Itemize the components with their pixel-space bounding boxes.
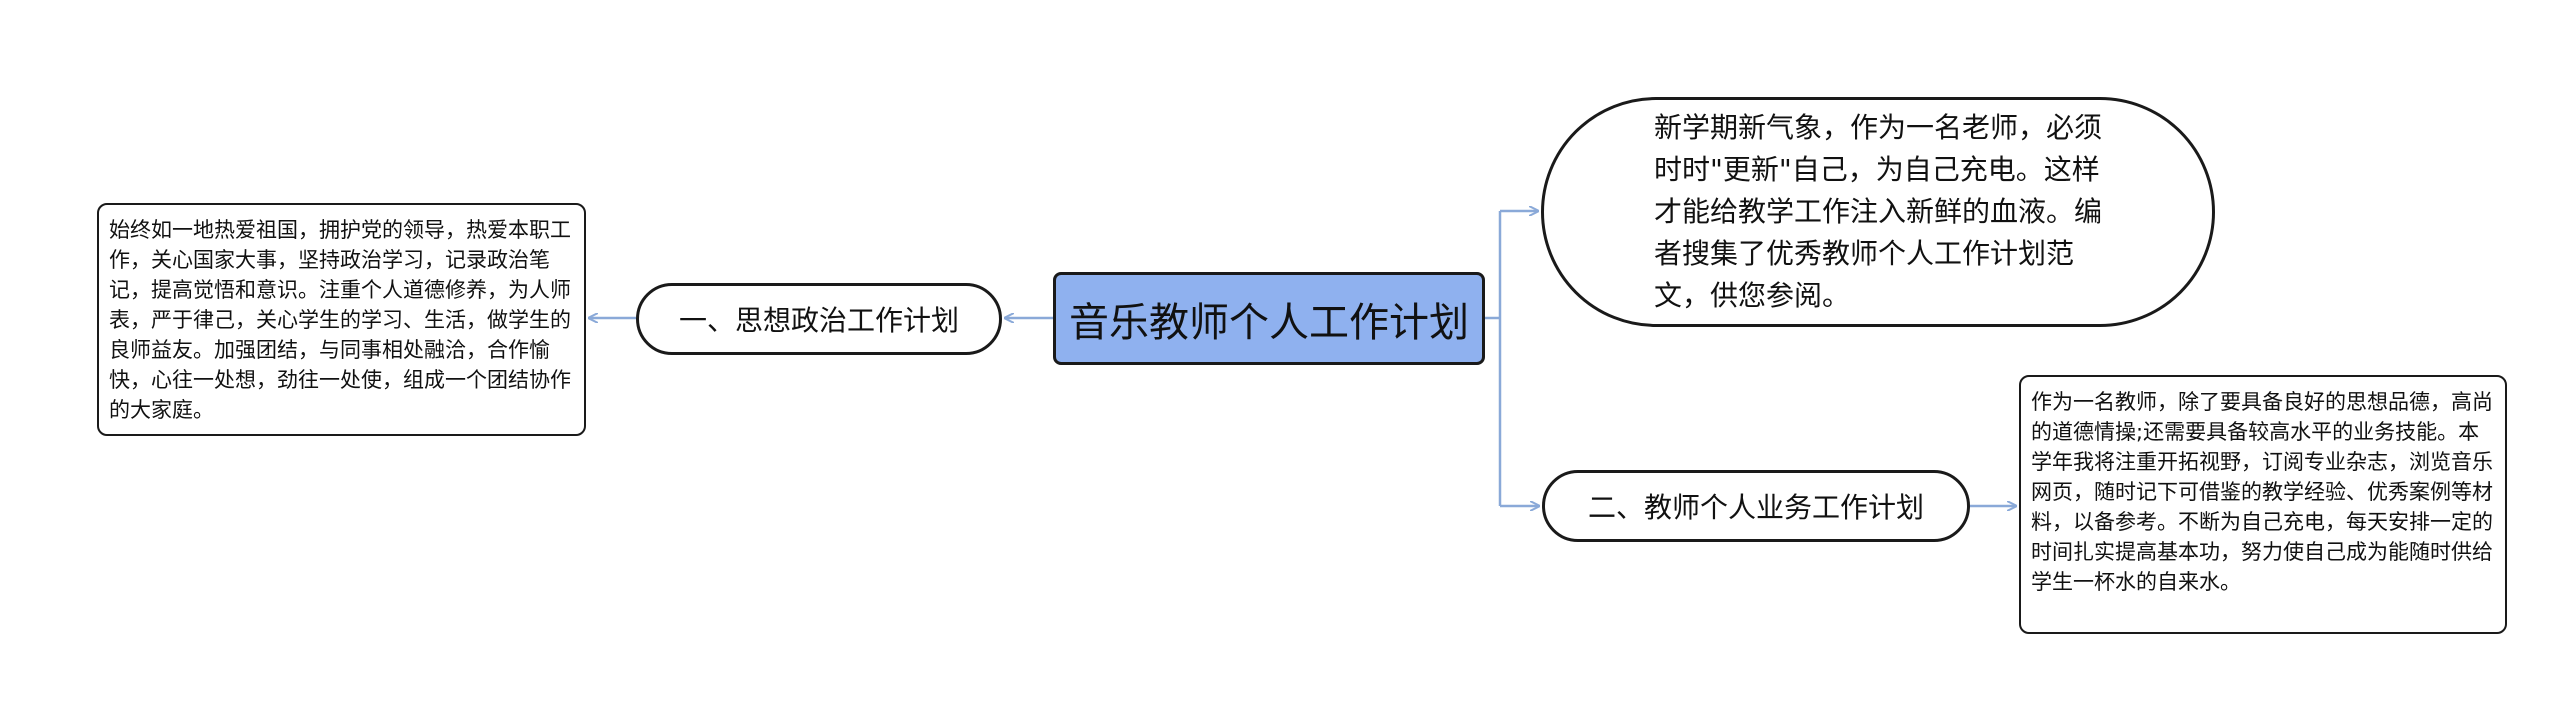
branch-2-topic[interactable]: 二、教师个人业务工作计划 — [1542, 470, 1970, 542]
branch-1-topic[interactable]: 一、思想政治工作计划 — [636, 283, 1002, 355]
connector-root-trunk — [1485, 211, 1502, 506]
branch-2-detail-note: 作为一名教师，除了要具备良好的思想品德，高尚的道德情操;还需要具备较高水平的业务… — [2019, 375, 2507, 634]
intro-bubble[interactable]: 新学期新气象，作为一名老师，必须时时"更新"自己，为自己充电。这样才能给教学工作… — [1541, 97, 2215, 327]
root-topic[interactable]: 音乐教师个人工作计划 — [1053, 272, 1485, 365]
intro-text: 新学期新气象，作为一名老师，必须时时"更新"自己，为自己充电。这样才能给教学工作… — [1654, 111, 2103, 312]
branch-1-detail-note: 始终如一地热爱祖国，拥护党的领导，热爱本职工作，关心国家大事，坚持政治学习，记录… — [97, 203, 586, 436]
